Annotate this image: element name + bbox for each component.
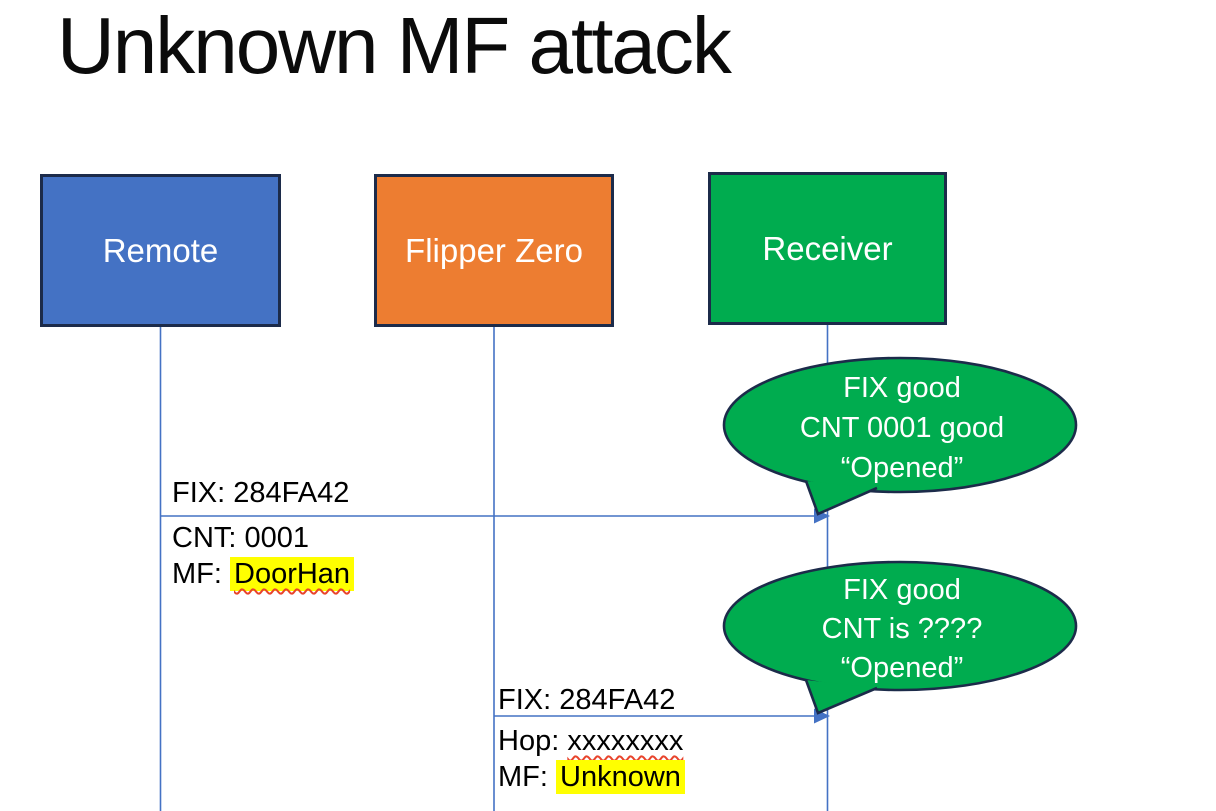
message-1-cnt-text: CNT: 0001	[172, 522, 310, 554]
message-2-fix-text: FIX: 284FA42	[498, 684, 676, 716]
bubble-1-line-3: “Opened”	[840, 452, 964, 484]
speech-bubble-2-tail	[804, 679, 878, 715]
actor-box-receiver: Receiver	[708, 172, 947, 325]
actor-box-flipper-zero: Flipper Zero	[374, 174, 614, 327]
actor-label-remote: Remote	[102, 231, 219, 269]
speech-bubble-2	[722, 560, 1078, 692]
message-1-mf-label: MF: DoorHan	[172, 557, 355, 591]
bubble-2-line-2: CNT is ????	[821, 613, 983, 645]
speech-bubble-1-text: FIX good CNT 0001 good “Opened”	[737, 368, 1067, 488]
message-1-fix-label: FIX: 284FA42	[172, 477, 349, 510]
bubble-1-line-1: FIX good	[843, 372, 961, 404]
speech-bubble-1-tail	[804, 480, 878, 516]
message-1-mf-prefix: MF:	[172, 558, 230, 590]
slide-title: Unknown MF attack	[57, 1, 732, 90]
message-2-mf-value-highlighted: Unknown	[556, 760, 685, 794]
bubble-2-line-3: “Opened”	[840, 652, 964, 684]
message-1-cnt-label: CNT: 0001	[172, 522, 309, 555]
message-1-fix-text: FIX: 284FA42	[172, 477, 350, 509]
actor-label-flipper-zero: Flipper Zero	[405, 231, 583, 269]
actor-label-receiver: Receiver	[762, 229, 893, 267]
message-2-hop-value: xxxxxxxx	[567, 725, 684, 757]
message-2-hop-prefix: Hop:	[498, 725, 568, 757]
speech-bubble-2-text: FIX good CNT is ???? “Opened”	[737, 571, 1067, 688]
bubble-1-line-2: CNT 0001 good	[799, 412, 1005, 444]
message-2-hop-label: Hop: xxxxxxxx	[498, 725, 683, 758]
message-1-mf-value-highlighted: DoorHan	[230, 557, 355, 591]
message-2-mf-prefix: MF:	[498, 761, 556, 793]
speech-bubble-1	[722, 356, 1078, 494]
message-2-mf-label: MF: Unknown	[498, 760, 685, 794]
bubble-2-line-1: FIX good	[843, 574, 961, 606]
message-2-fix-label: FIX: 284FA42	[498, 684, 675, 717]
actor-box-remote: Remote	[40, 174, 281, 327]
